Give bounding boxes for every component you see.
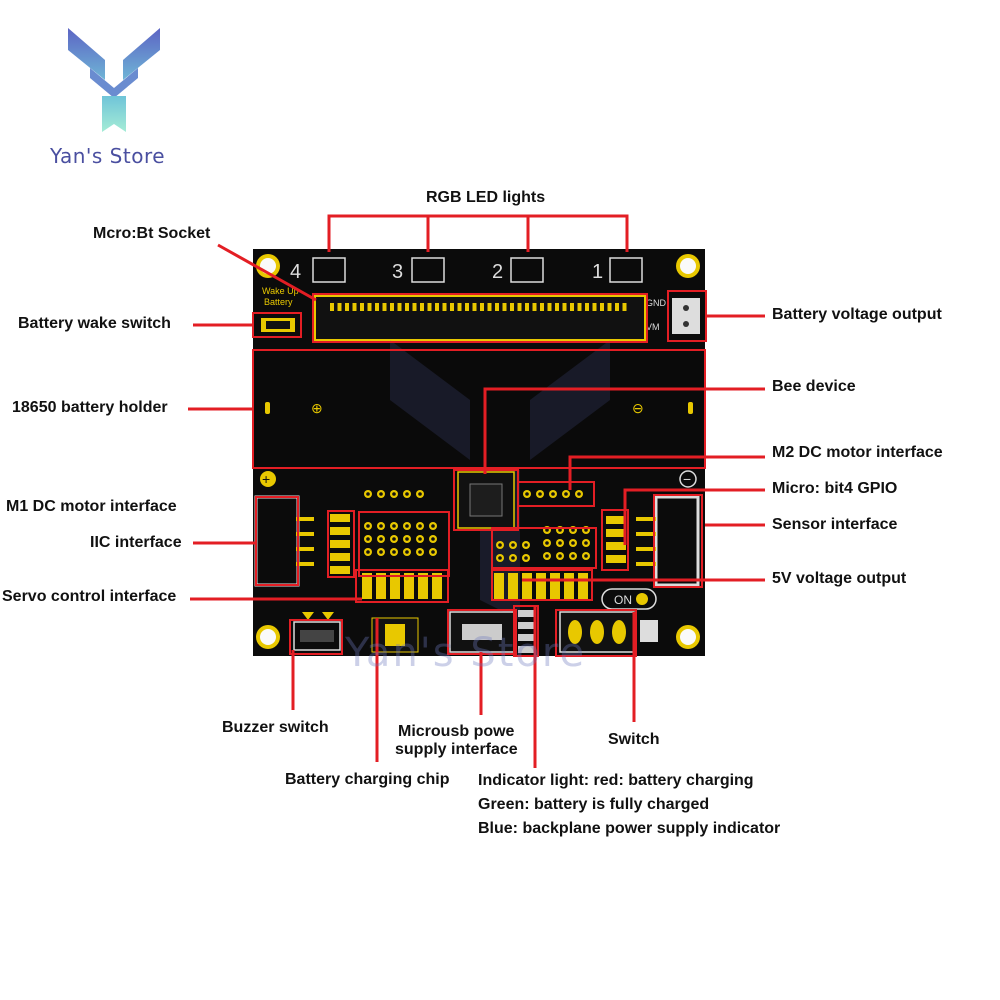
socket-pins: [330, 303, 627, 311]
label-servo: Servo control interface: [2, 588, 177, 605]
callout-lines: [188, 214, 765, 768]
indicator-leds: [518, 610, 534, 653]
label-rgb-led-lights: RGB LED lights: [426, 189, 546, 206]
svg-text:⊖: ⊖: [632, 400, 644, 416]
callout-boxes: [252, 290, 707, 657]
label-sensor: Sensor interface: [772, 516, 898, 533]
label-battery-holder: 18650 battery holder: [12, 399, 168, 416]
servo-pads: [362, 573, 588, 599]
battery-output-connector: [672, 298, 700, 334]
svg-text:−: −: [683, 471, 691, 487]
label-iic: IIC interface: [90, 534, 182, 551]
sensor-pads: [606, 516, 656, 566]
label-charging-chip: Battery charging chip: [285, 771, 450, 788]
led-number: 2: [492, 261, 503, 283]
buzzer-switch: [293, 621, 341, 651]
label-switch: Switch: [608, 731, 660, 748]
label-indicator-line2: Green: battery is fully charged: [478, 796, 710, 813]
label-bee-device: Bee device: [772, 378, 856, 395]
svg-text:⊕: ⊕: [311, 400, 323, 416]
label-battery-voltage-output: Battery voltage output: [772, 306, 942, 323]
label-buzzer-switch: Buzzer switch: [222, 719, 329, 736]
m1-pads: [296, 517, 314, 566]
label-m1-motor: M1 DC motor interface: [6, 498, 177, 515]
svg-text:VM: VM: [646, 322, 660, 332]
label-microusb-line2: supply interface: [395, 741, 518, 758]
label-microbit-socket: Mcro:Bt Socket: [93, 225, 211, 242]
label-indicator-line3: Blue: backplane power supply indicator: [478, 820, 781, 837]
svg-text:+: +: [262, 471, 270, 487]
label-battery-wake-switch: Battery wake switch: [18, 315, 171, 332]
brand-name: Yan's Store: [50, 144, 166, 168]
label-5v-output: 5V voltage output: [772, 570, 907, 587]
led-number: 4: [290, 261, 301, 283]
svg-text:GND: GND: [646, 298, 667, 308]
led-number: 1: [592, 261, 603, 283]
m2-sensor-connector: [654, 495, 700, 587]
rgb-leds: [312, 257, 643, 283]
label-indicator-line1: Indicator light: red: battery charging: [478, 772, 754, 789]
battery-holder: [252, 349, 706, 469]
label-microusb-line1: Microusb powe: [398, 723, 515, 740]
label-m2-motor: M2 DC motor interface: [772, 444, 943, 461]
led-number: 3: [392, 261, 403, 283]
label-gpio: Micro: bit4 GPIO: [772, 480, 898, 497]
microbit-socket: [314, 295, 646, 341]
iic-pads: [330, 514, 350, 574]
watermark: Yan's Store: [345, 630, 587, 676]
svg-text:ON: ON: [614, 593, 632, 607]
